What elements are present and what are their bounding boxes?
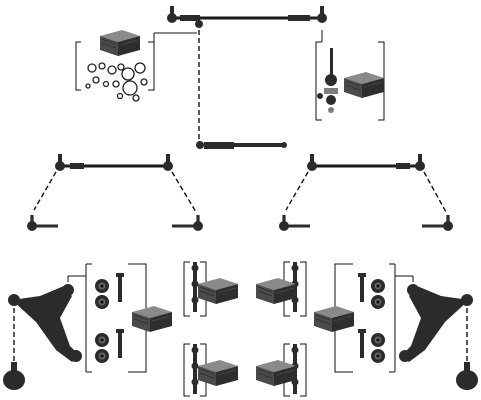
right-outer-tie-rod-end bbox=[422, 215, 453, 231]
connector-line bbox=[423, 171, 447, 213]
seal-kit-package-icon bbox=[99, 29, 141, 57]
connector-line bbox=[285, 171, 309, 211]
stabilizer-link-kit-left-upper bbox=[183, 261, 239, 317]
center-tie-rod bbox=[167, 6, 327, 28]
link-kit-package-icon bbox=[255, 359, 297, 387]
control-arm-package-icon bbox=[131, 305, 173, 333]
link-kit-package-icon bbox=[197, 277, 239, 305]
steering-damper bbox=[196, 141, 287, 149]
left-outer-tie-rod-end bbox=[27, 215, 58, 231]
seal-ring-kit bbox=[75, 29, 197, 102]
left-control-arm-set bbox=[3, 263, 173, 390]
left-ball-joint bbox=[3, 362, 25, 390]
stabilizer-link-kit-right-upper bbox=[255, 261, 307, 317]
idler-arm-repair-kit bbox=[315, 30, 385, 121]
right-control-arm-set bbox=[313, 263, 478, 390]
left-inner-tie-rod-end bbox=[172, 215, 203, 231]
link-kit-package-icon bbox=[255, 277, 297, 305]
control-arm-package-icon bbox=[313, 305, 355, 333]
connector-line bbox=[171, 171, 197, 213]
stabilizer-link-kit-right-lower bbox=[255, 343, 307, 397]
repair-kit-package-icon bbox=[343, 71, 385, 99]
left-side-tie-rod bbox=[55, 154, 173, 171]
right-inner-tie-rod-end bbox=[279, 215, 310, 231]
stabilizer-link-kit-left-lower bbox=[183, 343, 239, 397]
right-side-tie-rod bbox=[307, 154, 425, 171]
link-kit-package-icon bbox=[197, 359, 239, 387]
right-ball-joint bbox=[456, 362, 478, 390]
connector-line bbox=[33, 171, 57, 211]
